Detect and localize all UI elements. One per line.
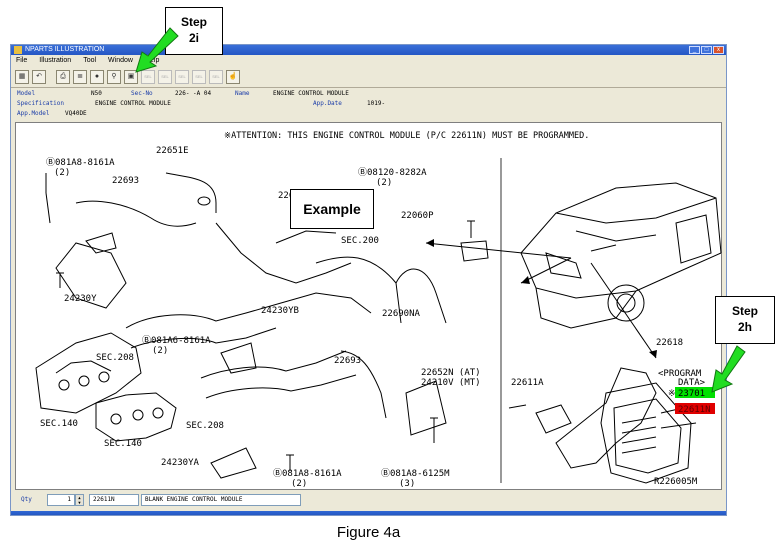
list-icon[interactable]: ≣: [73, 70, 87, 84]
appdate-value: 1019-: [367, 100, 386, 107]
label-24230yb: 24230YB: [261, 306, 299, 316]
label-081a6-8161a: Ⓑ081A6-8161A: [142, 335, 211, 346]
menu-file[interactable]: File: [16, 57, 28, 64]
label-22693-mid: 22693: [334, 356, 361, 366]
label-qty-3: (3): [399, 479, 415, 489]
maximize-button[interactable]: □: [701, 46, 712, 54]
step-2i-line2: 2i: [188, 31, 199, 45]
step-2i-callout: Step 2i: [165, 7, 223, 55]
appmodel-label: App.Model: [17, 110, 50, 117]
sel-2-icon[interactable]: SEL: [158, 70, 172, 84]
model-value: N50: [91, 90, 102, 97]
frame-icon[interactable]: ▣: [124, 70, 138, 84]
ref-number: R226005M: [654, 477, 698, 487]
label-sec140-bottom: SEC.140: [104, 439, 142, 449]
label-22652n: 22652N (AT): [421, 368, 481, 378]
step-2h-line1: Step: [731, 304, 758, 318]
description-field: BLANK ENGINE CONTROL MODULE: [141, 494, 301, 506]
status-bar: Qty 1 ▲▼ 22611N BLANK ENGINE CONTROL MOD…: [11, 492, 726, 510]
secno-value: 226- -A 04: [175, 90, 212, 97]
label-081a8-6125m: Ⓑ081A8-6125M: [381, 468, 450, 479]
appdate-label: App.Date: [313, 100, 342, 107]
minimize-button[interactable]: _: [689, 46, 700, 54]
label-qty-2-d: (2): [291, 479, 307, 489]
attention-note: ※ATTENTION: THIS ENGINE CONTROL MODULE (…: [224, 131, 589, 141]
label-sec208-mid: SEC.208: [186, 421, 224, 431]
window-title: NPARTS ILLUSTRATION: [25, 46, 105, 53]
print-icon[interactable]: ⎙: [56, 70, 70, 84]
part-number-field: 22611N: [89, 494, 139, 506]
label-qty-2-a: (2): [54, 168, 70, 178]
qty-field[interactable]: 1: [47, 494, 75, 506]
label-22611a: 22611A: [511, 378, 544, 388]
example-callout: Example: [290, 189, 374, 229]
illustration-canvas[interactable]: ※ATTENTION: THIS ENGINE CONTROL MODULE (…: [15, 122, 722, 490]
label-program-data-1: <PROGRAM: [658, 369, 702, 379]
menu-illustration[interactable]: Illustration: [39, 57, 72, 64]
app-icon: [14, 46, 22, 54]
name-value: ENGINE CONTROL MODULE: [273, 90, 349, 97]
info-panel: Model N50 Sec-No 226- -A 04 Name ENGINE …: [11, 88, 726, 121]
label-24210v: 24210V (MT): [421, 378, 481, 388]
label-23701: 23701: [678, 389, 705, 399]
taskbar: [11, 511, 726, 515]
label-081a8-8161a-top: Ⓑ081A8-8161A: [46, 157, 115, 168]
close-button[interactable]: x: [713, 46, 724, 54]
label-sec200: SEC.200: [341, 236, 379, 246]
label-sec208-left: SEC.208: [96, 353, 134, 363]
menu-bar: File Illustration Tool Window Help: [11, 55, 726, 66]
appmodel-value: VQ40DE: [65, 110, 87, 117]
secno-label: Sec-No: [131, 90, 153, 97]
illustration-window: NPARTS ILLUSTRATION _ □ x File Illustrat…: [10, 44, 727, 516]
label-program-data-2: DATA>: [678, 378, 706, 388]
label-24230y: 24230Y: [64, 294, 97, 304]
sel-4-icon[interactable]: SEL: [192, 70, 206, 84]
undo-icon[interactable]: ↶: [32, 70, 46, 84]
sel-3-icon[interactable]: SEL: [175, 70, 189, 84]
name-label: Name: [235, 90, 250, 97]
window-controls: _ □ x: [689, 46, 724, 54]
parts-diagram: ※ATTENTION: THIS ENGINE CONTROL MODULE (…: [35, 131, 722, 489]
label-22611n: 22611N: [678, 405, 711, 415]
step-2h-callout: Step 2h: [715, 296, 775, 344]
toolbar: ▦ ↶ ⎙ ≣ ● ⚲ ▣ SEL SEL SEL SEL SEL ☝: [11, 66, 726, 88]
label-star: ※: [668, 389, 676, 399]
spec-value: ENGINE CONTROL MODULE: [95, 100, 171, 107]
label-22060p: 22060P: [401, 211, 434, 221]
model-label: Model: [17, 90, 36, 97]
label-qty-2-b: (2): [376, 178, 392, 188]
label-22693-top: 22693: [112, 176, 139, 186]
open-icon[interactable]: ▦: [15, 70, 29, 84]
label-08120-8282a: Ⓑ08120-8282A: [358, 167, 427, 178]
label-081a8-8161a-bottom: Ⓑ081A8-8161A: [273, 468, 342, 479]
hand-icon[interactable]: ☝: [226, 70, 240, 84]
label-qty-2-c: (2): [152, 346, 168, 356]
step-2i-line1: Step: [180, 15, 207, 29]
sel-1-icon[interactable]: SEL: [141, 70, 155, 84]
sel-5-icon[interactable]: SEL: [209, 70, 223, 84]
menu-window[interactable]: Window: [108, 57, 133, 64]
highlight-23701: [675, 387, 715, 398]
highlight-22611n: [675, 403, 715, 414]
label-24230ya: 24230YA: [161, 458, 200, 468]
zoom-icon[interactable]: ⚲: [107, 70, 121, 84]
menu-tool[interactable]: Tool: [83, 57, 97, 64]
qty-label: Qty: [21, 496, 32, 503]
title-bar[interactable]: NPARTS ILLUSTRATION _ □ x: [11, 45, 726, 55]
spec-label: Specification: [17, 100, 64, 107]
figure-caption: Figure 4a: [336, 524, 401, 541]
menu-help[interactable]: Help: [144, 57, 160, 64]
label-22690na: 22690NA: [382, 309, 421, 319]
circle-icon[interactable]: ●: [90, 70, 104, 84]
qty-stepper[interactable]: ▲▼: [75, 494, 84, 506]
label-22618: 22618: [656, 338, 683, 348]
step-2h-line2: 2h: [737, 320, 752, 334]
label-sec140-top: SEC.140: [40, 419, 78, 429]
label-22651e: 22651E: [156, 146, 189, 156]
